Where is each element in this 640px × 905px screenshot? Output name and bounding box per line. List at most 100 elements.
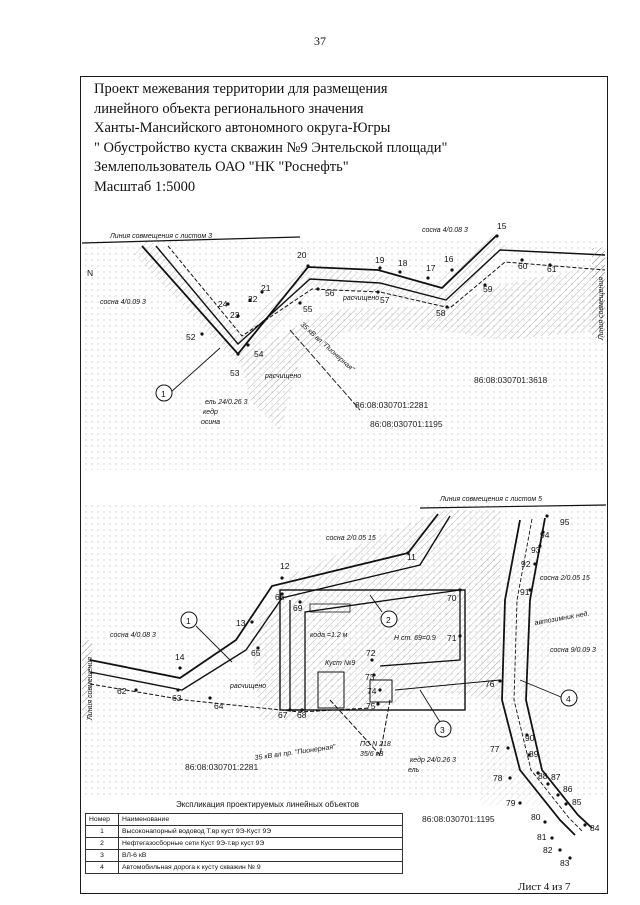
- point-95: 95: [560, 517, 570, 527]
- corridor-lower-1: [89, 513, 439, 679]
- north-marker: N: [87, 268, 93, 278]
- corridor-lower-2: [89, 515, 451, 691]
- point-81: 81: [537, 832, 547, 842]
- point-66: 66: [275, 592, 285, 602]
- well-pad-boundary: [279, 589, 466, 711]
- point-72: 72: [366, 648, 376, 658]
- forest-lower-3: сосна 2/0.05 15: [540, 575, 590, 582]
- clearing-label-2: расчищено: [264, 373, 301, 380]
- forest-label-3: ель 24/0.26 3: [205, 399, 248, 406]
- point-71: 71: [447, 633, 457, 643]
- point-78: 78: [493, 773, 503, 783]
- callout-3-text: 3: [440, 725, 445, 735]
- callout-1-upper: [155, 384, 173, 402]
- legend-block: Экспликация проектируемых линейных объек…: [85, 800, 410, 874]
- legend-row: 4 Автомобильная дорога к кусту скважин №…: [85, 861, 403, 874]
- callout-4: [560, 689, 578, 707]
- point-83: 83: [560, 858, 570, 868]
- legend-row-number: 3: [85, 849, 119, 862]
- left-edge-label: Линия совмещения: [87, 657, 94, 721]
- point-16: 16: [444, 254, 454, 264]
- point-84: 84: [590, 823, 600, 833]
- point-22: 22: [248, 294, 258, 304]
- point-82: 82: [543, 845, 553, 855]
- point-68: 68: [297, 710, 307, 720]
- hatched-pad-zone: [250, 510, 500, 720]
- upper-points: 15 16 17 18 19 20 21 22 23 24 52 53 54 5…: [186, 221, 557, 378]
- substation-voltage: 35/6 кВ: [360, 751, 384, 758]
- forest-lower-5: кедр 24/0.26 3: [410, 756, 456, 764]
- drawing-frame: [80, 76, 608, 894]
- point-70: 70: [447, 593, 457, 603]
- point-63: 63: [172, 693, 182, 703]
- point-73: 73: [365, 672, 375, 682]
- junction-line-upper: [81, 236, 301, 244]
- legend-header-number: Номер: [85, 813, 119, 826]
- callout-1-lower-text: 1: [186, 616, 191, 626]
- point-90: 90: [525, 733, 535, 743]
- point-59: 59: [483, 284, 493, 294]
- point-58: 58: [436, 308, 446, 318]
- cadastral-upper-2: 86:08:030701:2281: [355, 400, 429, 410]
- lower-points: 11 12 13 14 62 63 64 65 66 67 68 69 70 7…: [117, 514, 600, 868]
- point-12: 12: [280, 561, 290, 571]
- corridor-boundary-2: [155, 245, 606, 346]
- point-20: 20: [297, 250, 307, 260]
- cadastral-upper-1: 86:08:030701:3618: [474, 375, 548, 385]
- legend-header-name: Наименование: [118, 813, 403, 826]
- legend-row: 1 Высоконапорный водовод Т.вр куст 9Э-Ку…: [85, 825, 403, 838]
- point-77: 77: [490, 744, 500, 754]
- point-18: 18: [398, 258, 408, 268]
- title-line-5: Землепользователь ОАО "НК "Роснефть": [94, 159, 349, 175]
- right-edge-label: Линия совмещения: [598, 277, 605, 341]
- point-92: 92: [521, 559, 531, 569]
- corridor-boundary-1: [141, 235, 497, 356]
- point-14: 14: [175, 652, 185, 662]
- title-line-4: " Обустройство куста скважин №9 Энтельск…: [94, 139, 448, 156]
- point-61: 61: [547, 264, 557, 274]
- forest-label-2: сосна 4/0.08 3: [422, 227, 468, 234]
- cadastral-upper-3: 86:08:030701:1195: [370, 419, 443, 429]
- forest-lower-1: сосна 2/0.05 15: [326, 535, 376, 542]
- pad-label: Куст №9: [325, 660, 355, 667]
- forest-lower-2: сосна 4/0.08 3: [110, 632, 156, 639]
- point-54: 54: [254, 349, 264, 359]
- hatched-area: [240, 265, 605, 430]
- point-88: 88: [538, 771, 548, 781]
- point-21: 21: [261, 283, 271, 293]
- legend-title: Экспликация проектируемых линейных объек…: [175, 800, 360, 809]
- point-64: 64: [214, 701, 224, 711]
- junction-label-lower: Линия совмещения с листом 5: [439, 496, 542, 503]
- legend-row-name: Автомобильная дорога к кусту скважин № 9: [118, 861, 403, 874]
- forest-label-3-extra1: кедр: [203, 408, 218, 416]
- title-block: Проект межевания территории для размещен…: [94, 80, 594, 197]
- legend-row-number: 1: [85, 825, 119, 838]
- callout-1-upper-text: 1: [161, 389, 166, 399]
- point-56: 56: [325, 288, 335, 298]
- callout-1-lower: [180, 611, 198, 629]
- point-65: 65: [251, 648, 261, 658]
- point-52: 52: [186, 332, 196, 342]
- point-85: 85: [572, 797, 582, 807]
- junction-line-lower: [419, 504, 607, 509]
- point-62: 62: [117, 686, 127, 696]
- page-number: 37: [314, 34, 326, 48]
- point-94: 94: [540, 530, 550, 540]
- point-86: 86: [563, 784, 573, 794]
- point-79: 79: [506, 798, 516, 808]
- legend-header-row: Номер Наименование: [85, 813, 403, 826]
- point-75: 75: [366, 701, 376, 711]
- point-57: 57: [380, 295, 390, 305]
- callout-2-text: 2: [386, 615, 391, 625]
- callout-2: [380, 610, 398, 628]
- point-60: 60: [518, 261, 528, 271]
- forest-label-1: сосна 4/0.09 3: [100, 299, 146, 306]
- title-line-2: линейного объекта регионального значения: [94, 100, 364, 117]
- callout-3: [434, 720, 452, 738]
- legend-table: Номер Наименование 1 Высоконапорный водо…: [85, 813, 403, 874]
- height-note: Н ст. 69=0.9: [394, 635, 436, 642]
- forest-lower-5-extra: ель: [408, 767, 420, 774]
- cadastral-lower-1: 86:08:030701:2281: [185, 762, 259, 772]
- point-76: 76: [485, 679, 495, 689]
